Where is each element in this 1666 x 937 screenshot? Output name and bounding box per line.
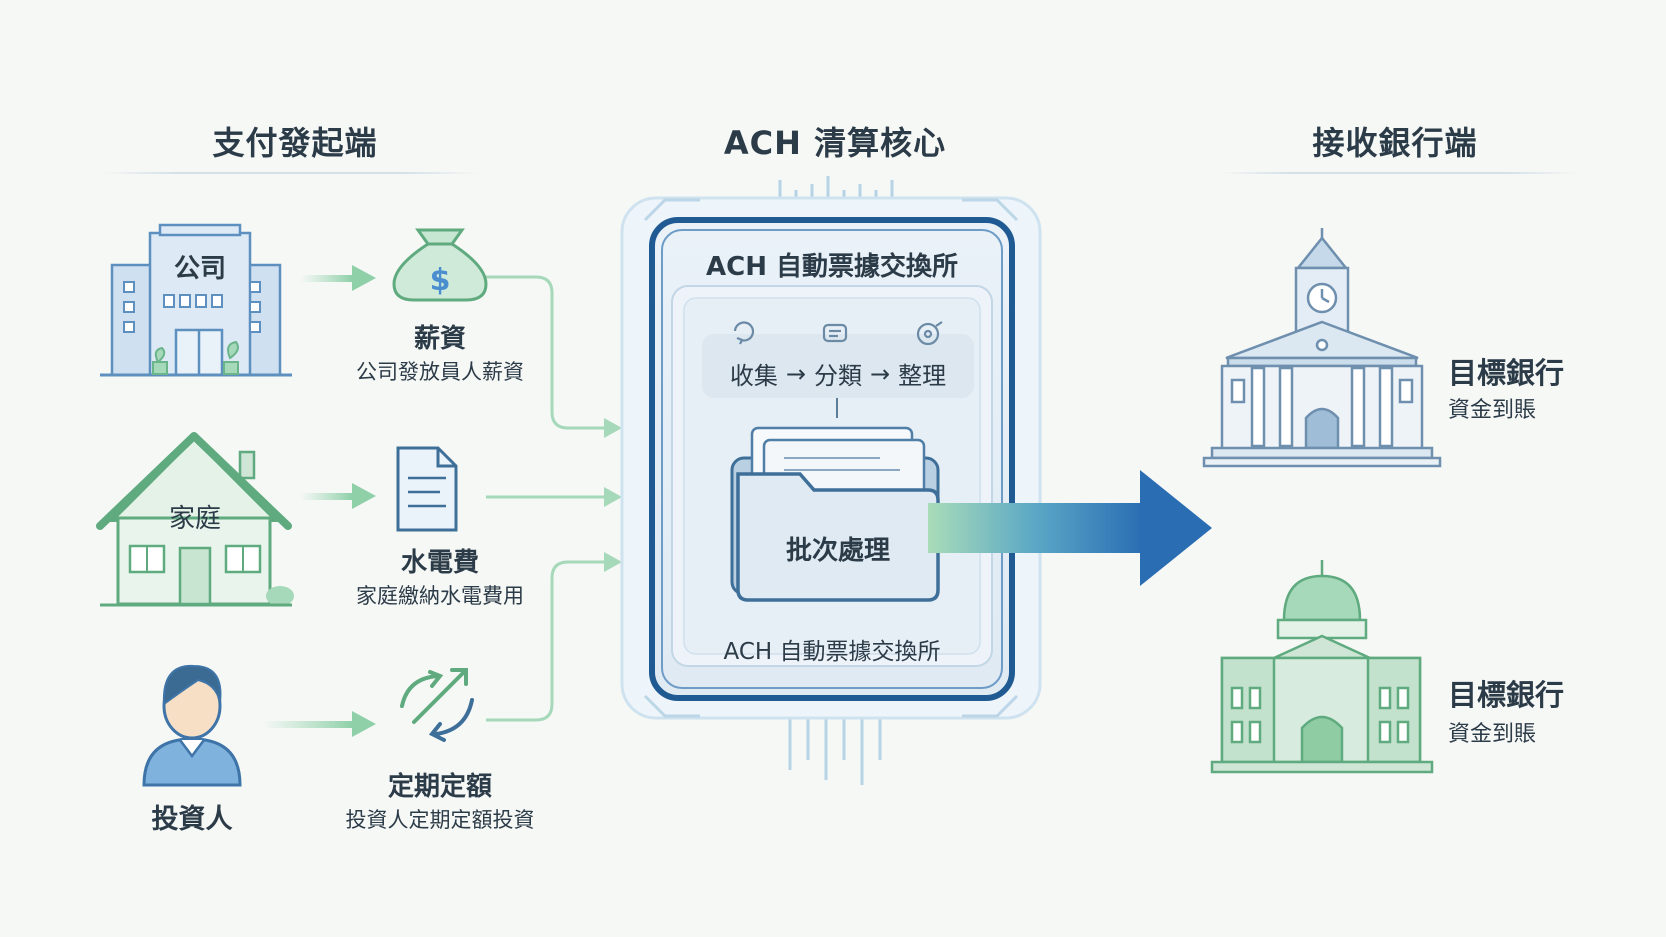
payment-desc-recurring: 投資人定期定額投資	[345, 808, 535, 832]
batch-processing-label: 批次處理	[785, 536, 890, 566]
svg-text:$: $	[430, 263, 451, 298]
output-arrow	[928, 470, 1212, 586]
payment-title-utilities: 水電費	[400, 548, 479, 578]
column-title-receivers: 接收銀行端	[1312, 124, 1478, 162]
bank-clocktower-icon	[1202, 228, 1442, 468]
step-icons	[733, 321, 943, 346]
receiver-title-2: 目標銀行	[1448, 678, 1565, 712]
connector-salary	[486, 275, 606, 430]
bank-dome-icon	[1210, 560, 1434, 774]
column-rule-receivers	[1218, 172, 1578, 174]
step-arrow-1: →	[785, 359, 806, 388]
investor-person-icon	[142, 664, 242, 787]
connector-utilities-head	[604, 487, 622, 507]
payment-desc-utilities: 家庭繳納水電費用	[356, 584, 524, 608]
company-building-icon	[100, 223, 292, 377]
ach-core-chip	[620, 176, 1042, 785]
batch-folder-icon	[730, 426, 940, 602]
core-footer: ACH 自動票據交換所	[723, 639, 941, 665]
core-header: ACH 自動票據交換所	[705, 252, 958, 282]
receiver-title-1: 目標銀行	[1448, 356, 1565, 390]
step-arrow-2: →	[870, 359, 891, 388]
column-title-core: ACH 清算核心	[723, 124, 947, 162]
arrow-company-to-salary	[300, 265, 376, 291]
organize-icon	[916, 321, 943, 346]
bill-document-icon	[396, 446, 458, 532]
arrow-investor-to-recurring	[262, 711, 376, 737]
collect-icon	[733, 321, 755, 345]
money-bag-icon: $	[392, 228, 488, 302]
column-rule-originators	[100, 172, 480, 174]
receiver-desc-2: 資金到賬	[1448, 722, 1537, 747]
connector-recurring-head	[604, 552, 622, 572]
step-collect: 收集	[729, 362, 778, 390]
payment-title-recurring: 定期定額	[387, 772, 492, 802]
step-sort: 分類	[814, 362, 862, 390]
connector-recurring	[486, 560, 606, 722]
entity-label-household: 家庭	[168, 504, 221, 534]
connector-salary-head	[604, 418, 622, 438]
household-house-icon	[96, 432, 294, 607]
sort-icon	[822, 323, 848, 343]
core-step-strip: 收集 → 分類 → 整理	[702, 356, 974, 391]
payment-to-core-connectors	[486, 275, 606, 722]
arrow-household-to-utilities	[300, 483, 376, 509]
entity-label-investor: 投資人	[151, 804, 233, 835]
chip-pins-bottom	[788, 712, 882, 785]
payment-desc-salary: 公司發放員人薪資	[356, 360, 524, 384]
payment-title-salary: 薪資	[413, 324, 466, 354]
entity-label-company: 公司	[173, 254, 226, 284]
recurring-arrows-icon	[400, 668, 474, 742]
column-title-originators: 支付發起端	[212, 124, 378, 162]
receiver-desc-1: 資金到賬	[1448, 398, 1537, 423]
entity-to-payment-arrows	[262, 265, 376, 737]
step-organize: 整理	[898, 362, 947, 390]
